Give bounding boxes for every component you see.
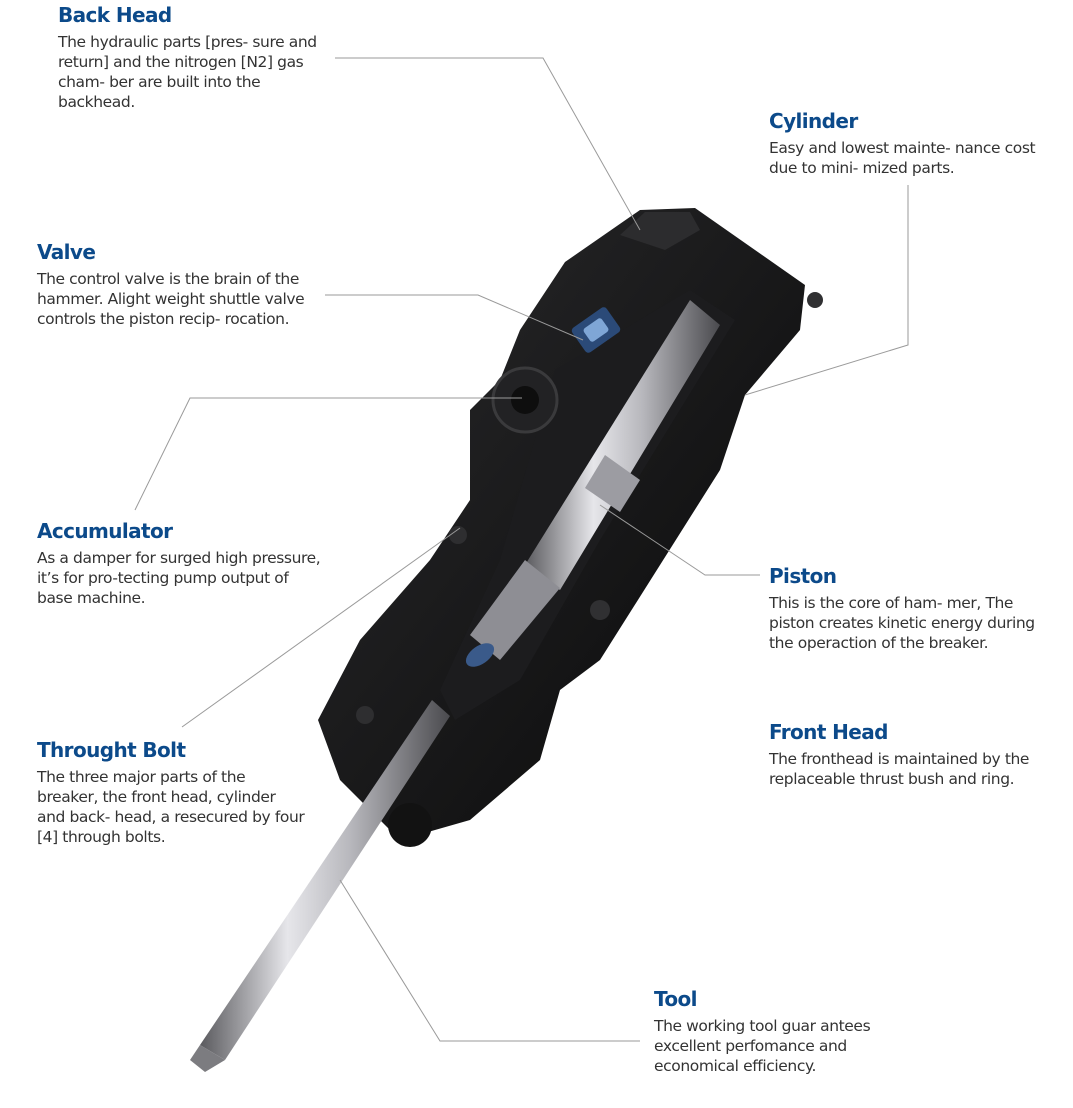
valve-title: Valve <box>37 240 96 264</box>
piston-leader <box>599 504 760 576</box>
tool-text: The working tool guar antees excellent p… <box>654 1017 871 1075</box>
label-accumulator: Accumulator As a damper for surged high … <box>37 519 322 608</box>
label-front-head: Front Head The fronthead is maintained b… <box>769 720 1059 789</box>
piston-part <box>465 300 720 667</box>
back-head-leader <box>335 57 641 231</box>
back-head-text: The hydraulic parts [pres- sure and retu… <box>58 33 317 111</box>
label-valve: Valve The control valve is the brain of … <box>37 240 327 329</box>
label-throught-bolt: Throught Bolt The three major parts of t… <box>37 738 307 847</box>
throught-bolt-leader <box>181 527 461 728</box>
piston-title: Piston <box>769 564 837 588</box>
label-back-head: Back Head The hydraulic parts [pres- sur… <box>58 3 338 112</box>
piston-text: This is the core of ham- mer, The piston… <box>769 594 1035 652</box>
tool-leader <box>339 879 640 1042</box>
accumulator-title: Accumulator <box>37 519 173 543</box>
label-tool: Tool The working tool guar antees excell… <box>654 987 924 1076</box>
valve-text: The control valve is the brain of the ha… <box>37 270 305 328</box>
accumulator-leader <box>134 397 522 511</box>
throught-bolt-title: Throught Bolt <box>37 738 186 762</box>
back-head-title: Back Head <box>58 3 172 27</box>
tool-part <box>190 700 450 1072</box>
accumulator-text: As a damper for surged high pressure, it… <box>37 549 321 607</box>
cylinder-title: Cylinder <box>769 109 858 133</box>
throught-bolt-text: The three major parts of the breaker, th… <box>37 768 305 846</box>
cylinder-text: Easy and lowest mainte- nance cost due t… <box>769 139 1036 177</box>
valve-part <box>571 307 621 353</box>
label-cylinder: Cylinder Easy and lowest mainte- nance c… <box>769 109 1044 178</box>
front-head-title: Front Head <box>769 720 888 744</box>
front-head-text: The fronthead is maintained by the repla… <box>769 750 1030 788</box>
label-piston: Piston This is the core of ham- mer, The… <box>769 564 1039 653</box>
valve-leader <box>325 294 584 341</box>
tool-title: Tool <box>654 987 698 1011</box>
cylinder-leader <box>744 185 909 396</box>
